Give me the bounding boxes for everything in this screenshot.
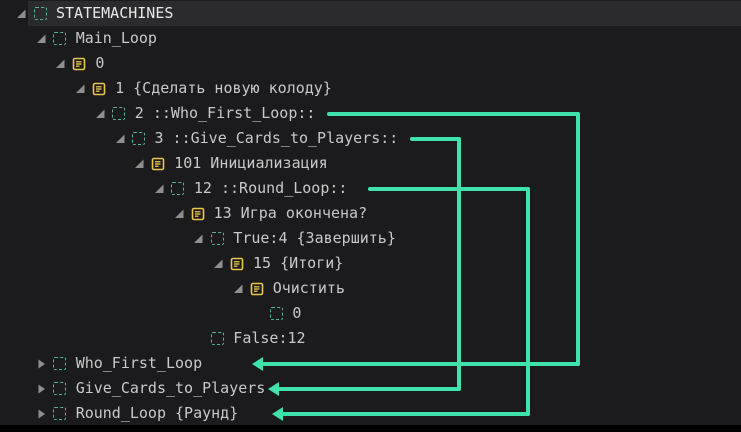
round-loop-link <box>282 412 530 416</box>
state-checkbox-icon[interactable] <box>53 407 67 421</box>
expanded-triangle-icon[interactable] <box>232 283 250 295</box>
state-checkbox-icon[interactable] <box>210 232 224 246</box>
state-checkbox-icon[interactable] <box>132 132 146 146</box>
bottom-black-bar <box>0 425 741 432</box>
who-first-loop-link <box>576 112 580 366</box>
expanded-triangle-icon[interactable] <box>35 33 53 45</box>
expanded-triangle-icon[interactable] <box>54 58 72 70</box>
expanded-triangle-icon[interactable] <box>15 8 33 20</box>
collapsed-triangle-icon[interactable] <box>35 358 53 370</box>
expander-spacer <box>251 308 269 320</box>
dashed-square-icon <box>53 32 67 45</box>
tree-row-false-12[interactable]: False:12 <box>0 326 741 351</box>
expanded-triangle-icon[interactable] <box>114 133 132 145</box>
expanded-triangle-icon[interactable] <box>133 158 151 170</box>
tree-row-label: 0 <box>95 54 105 72</box>
state-checkbox-icon[interactable] <box>33 7 47 21</box>
dashed-square-icon <box>269 307 283 320</box>
state-checkbox-icon[interactable] <box>53 32 67 46</box>
dashed-square-icon <box>112 107 126 120</box>
note-lines-icon <box>92 82 106 96</box>
tree-row-label: STATEMACHINES <box>56 4 174 22</box>
round-loop-link <box>272 407 283 421</box>
tree-row-label: 13 Игра окончена? <box>213 204 368 222</box>
tree-row-13-игра-окончена[interactable]: 13 Игра окончена? <box>0 201 741 226</box>
expanded-triangle-icon[interactable] <box>74 83 92 95</box>
tree-row-label: 12 ::Round_Loop:: <box>193 179 348 197</box>
tree-row-true-4-завершить[interactable]: True:4 {Завершить} <box>0 226 741 251</box>
tree-row-очистить[interactable]: Очистить <box>0 276 741 301</box>
tree-row-label: True:4 {Завершить} <box>233 229 396 247</box>
state-checkbox-icon[interactable] <box>53 382 67 396</box>
state-checkbox-icon[interactable] <box>210 332 224 346</box>
who-first-loop-link <box>327 112 580 116</box>
expanded-triangle-icon[interactable] <box>173 208 191 220</box>
collapsed-triangle-icon[interactable] <box>35 383 53 395</box>
tree-row-3-give-cards-to-players[interactable]: 3 ::Give_Cards_to_Players:: <box>0 126 741 151</box>
tree-row-label: Round_Loop {Раунд} <box>75 404 239 422</box>
round-loop-link <box>526 187 530 416</box>
give-cards-link <box>278 387 461 391</box>
note-lines-icon <box>230 257 244 271</box>
tree-row-label: 3 ::Give_Cards_to_Players:: <box>154 129 399 147</box>
collapsed-triangle-icon[interactable] <box>35 408 53 420</box>
who-first-loop-link <box>252 357 263 371</box>
expanded-triangle-icon[interactable] <box>153 183 171 195</box>
expanded-triangle-icon[interactable] <box>212 258 230 270</box>
tree-row-12-round-loop[interactable]: 12 ::Round_Loop:: <box>0 176 741 201</box>
tree-row-0[interactable]: 0 <box>0 51 741 76</box>
expanded-triangle-icon[interactable] <box>94 108 112 120</box>
give-cards-link <box>457 137 461 391</box>
note-lines-icon <box>250 282 264 296</box>
state-checkbox-icon[interactable] <box>171 182 185 196</box>
state-checkbox-icon[interactable] <box>53 357 67 371</box>
dashed-square-icon <box>210 232 224 245</box>
tree-row-101-инициализация[interactable]: 101 Инициализация <box>0 151 741 176</box>
tree-row-1-сделать-новую-колоду[interactable]: 1 {Сделать новую колоду} <box>0 76 741 101</box>
round-loop-link <box>368 187 530 191</box>
tree-row-main-loop[interactable]: Main_Loop <box>0 26 741 51</box>
tree-row-2-who-first-loop[interactable]: 2 ::Who_First_Loop:: <box>0 101 741 126</box>
tree-row-15-итоги[interactable]: 15 {Итоги} <box>0 251 741 276</box>
tree-row-label: Main_Loop <box>75 29 157 47</box>
state-checkbox-icon[interactable] <box>269 307 283 321</box>
dashed-square-icon <box>171 182 185 195</box>
tree-row-label: 101 Инициализация <box>174 154 328 172</box>
tree-row-0[interactable]: 0 <box>0 301 741 326</box>
who-first-loop-link <box>262 362 580 366</box>
give-cards-link <box>410 137 461 141</box>
state-checkbox-icon[interactable] <box>112 107 126 121</box>
tree-row-give-cards-to-players[interactable]: Give_Cards_to_Players <box>0 376 741 401</box>
tree-row-label: False:12 <box>233 329 306 347</box>
tree-row-who-first-loop[interactable]: Who_First_Loop <box>0 351 741 376</box>
give-cards-link <box>268 382 279 396</box>
note-lines-icon <box>72 57 86 71</box>
dashed-square-icon <box>53 407 67 420</box>
tree-row-label: 2 ::Who_First_Loop:: <box>134 104 316 122</box>
tree-row-label: Who_First_Loop <box>75 354 203 372</box>
note-lines-icon <box>151 157 165 171</box>
tree-row-statemachines[interactable]: STATEMACHINES <box>0 1 741 26</box>
note-lines-icon <box>191 207 205 221</box>
expander-spacer <box>192 333 210 345</box>
dashed-square-icon <box>33 7 47 20</box>
dashed-square-icon <box>53 357 67 370</box>
tree-row-round-loop-раунд[interactable]: Round_Loop {Раунд} <box>0 401 741 426</box>
tree-row-label: 15 {Итоги} <box>253 254 344 272</box>
tree-row-label: 0 <box>292 304 302 322</box>
dashed-square-icon <box>53 382 67 395</box>
dashed-square-icon <box>210 332 224 345</box>
tree-row-label: Очистить <box>272 279 345 297</box>
expanded-triangle-icon[interactable] <box>192 233 210 245</box>
dashed-square-icon <box>132 132 145 145</box>
tree-row-label: 1 {Сделать новую колоду} <box>115 79 332 97</box>
tree-row-label: Give_Cards_to_Players <box>75 379 266 397</box>
